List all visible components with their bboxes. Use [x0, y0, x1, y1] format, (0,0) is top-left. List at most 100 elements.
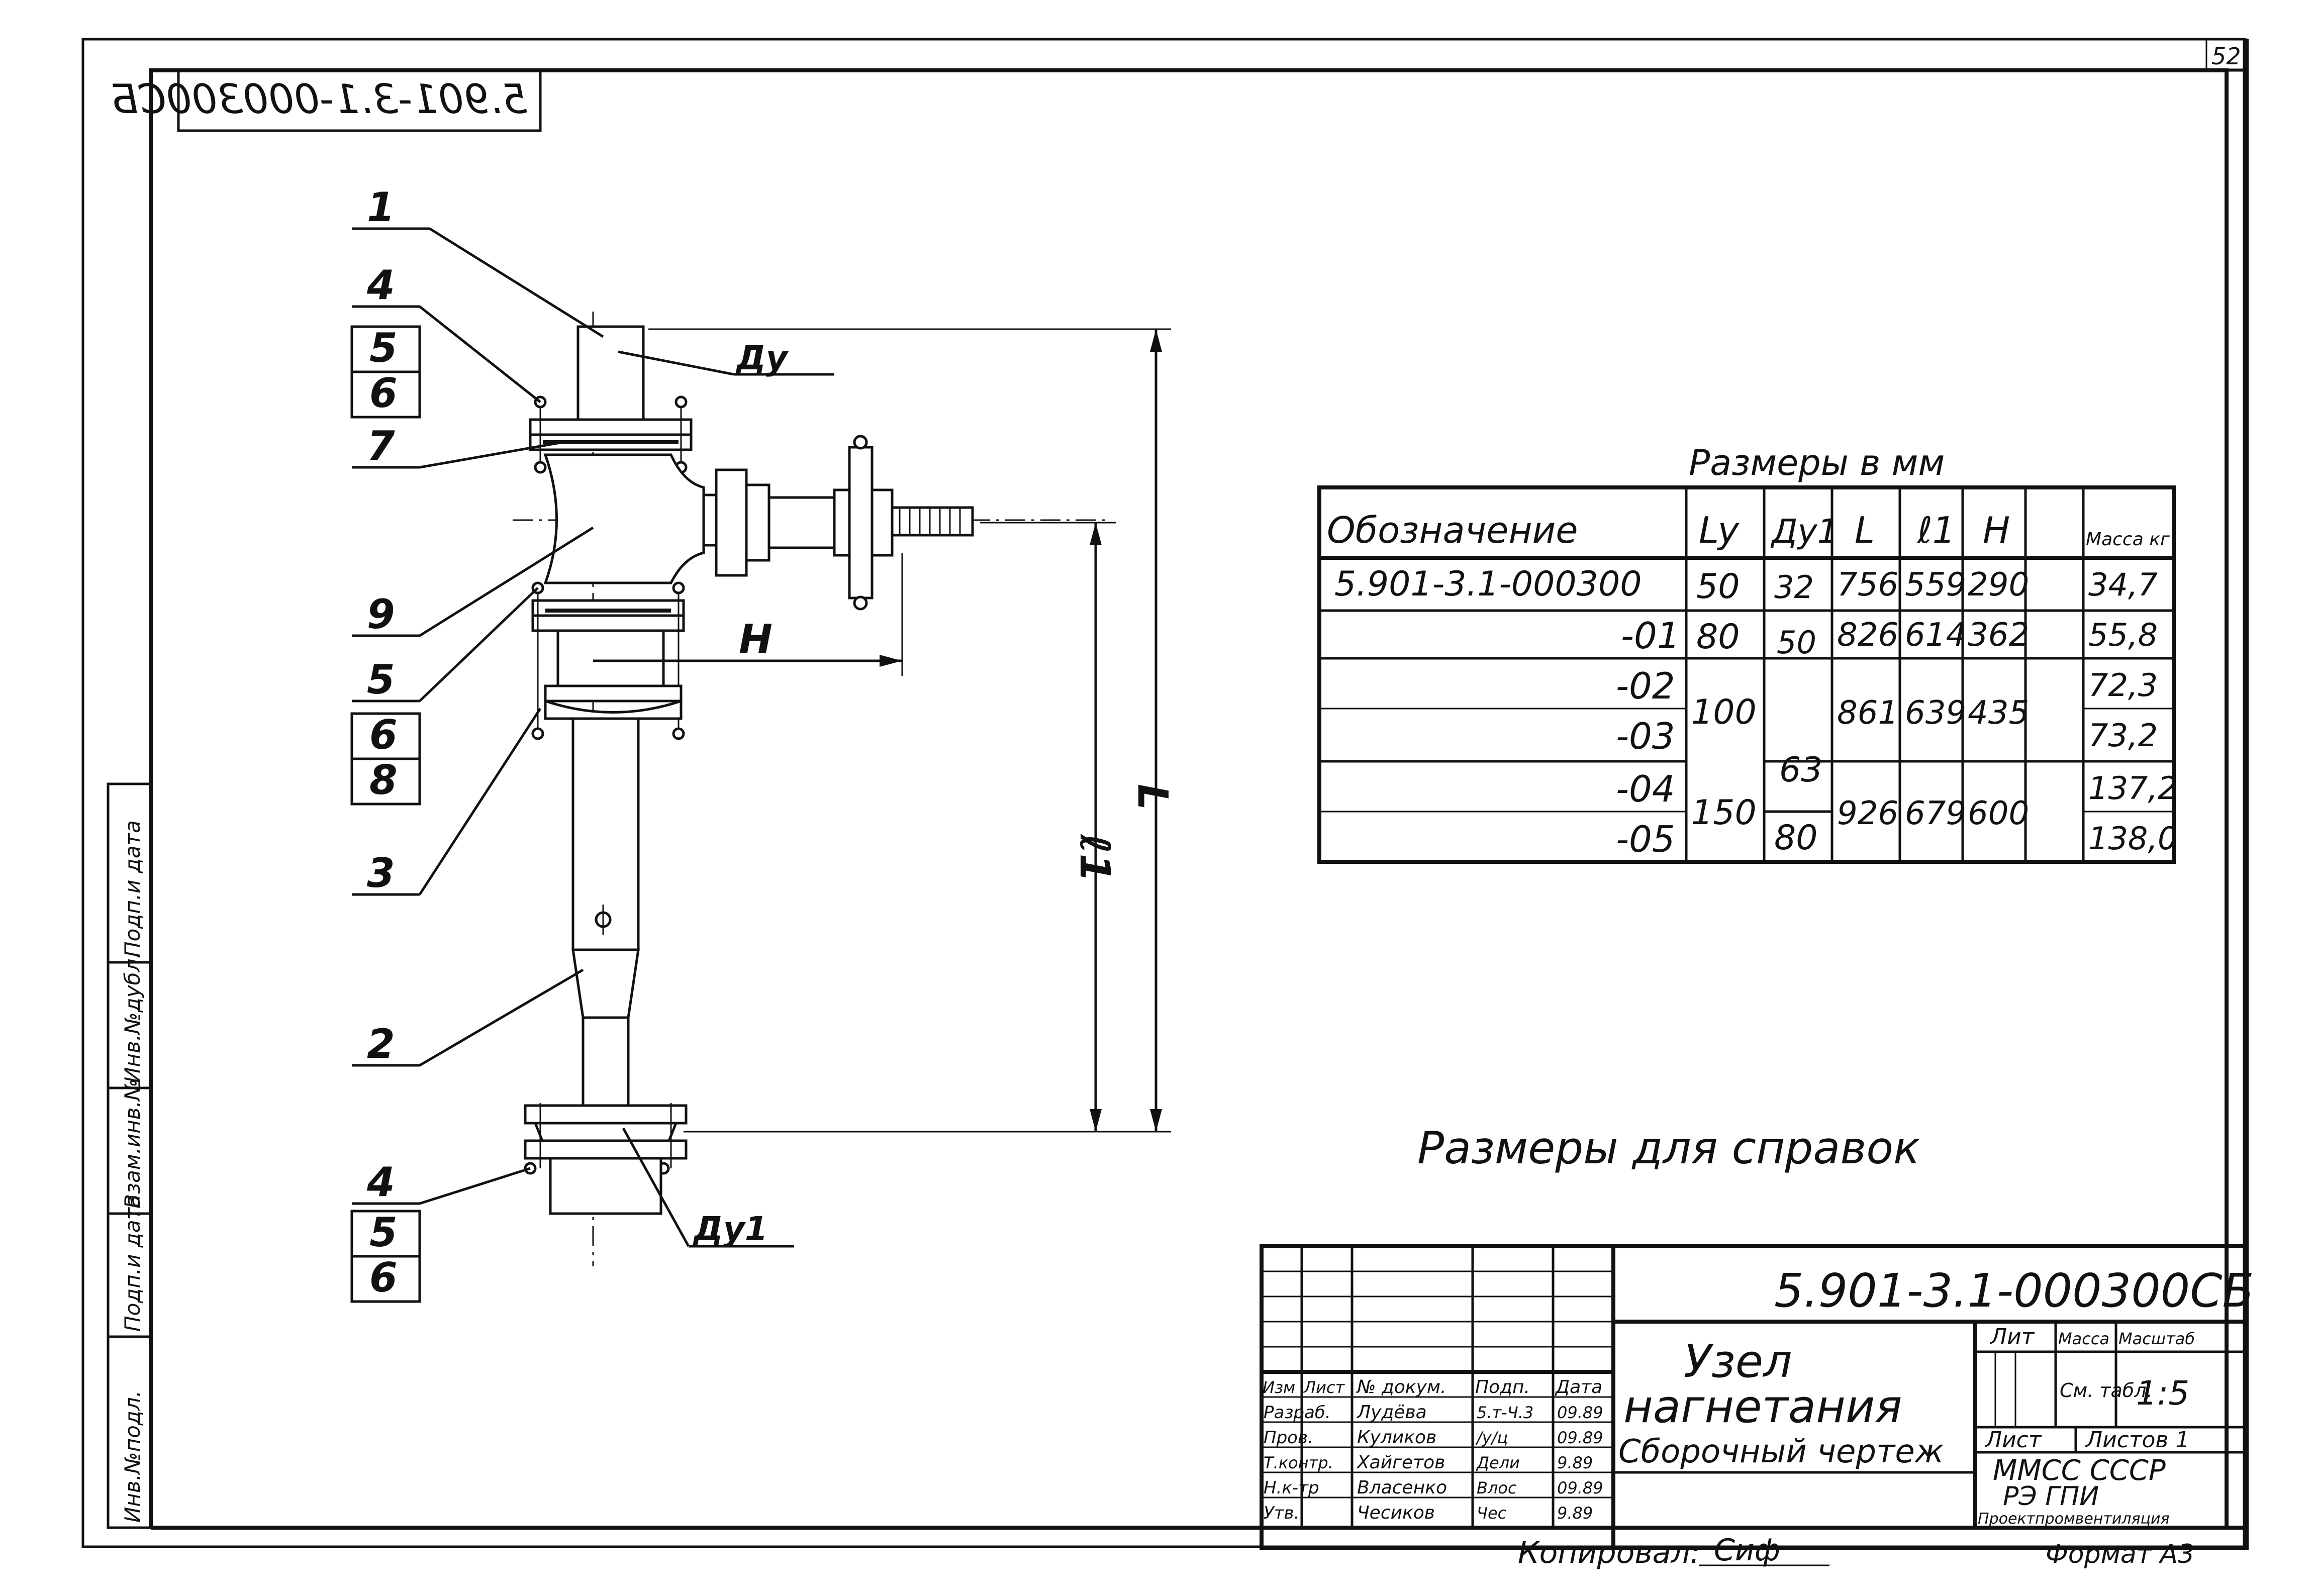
- table-title: Размеры в мм: [1689, 442, 1945, 483]
- td-r1-dy: 80: [1696, 617, 1740, 657]
- tb-format: Формат А3: [2046, 1539, 2194, 1569]
- tb-role-2: Т.контр.: [1264, 1453, 1333, 1472]
- tb-date-1: 09.89: [1557, 1428, 1603, 1447]
- item-label-6-top: 6: [369, 370, 398, 417]
- tb-role-0: Разраб.: [1264, 1403, 1331, 1423]
- th-mass: Масса кг: [2086, 529, 2170, 550]
- item-label-3: 3: [367, 850, 395, 896]
- du-label: Ду: [735, 339, 789, 377]
- stamp-sign-date-2: Подп.и дата: [120, 1194, 145, 1332]
- td-r5-designation: -05: [1616, 818, 1675, 860]
- tb-sign-3: Влос: [1477, 1478, 1517, 1498]
- td-r3-mass: 73,2: [2088, 717, 2158, 754]
- th-dy: Ly: [1699, 509, 1740, 551]
- tb-name-4: Чесиков: [1357, 1503, 1435, 1523]
- tb-col-date: Дата: [1555, 1377, 1602, 1398]
- tb-org-line2: РЭ ГПИ: [2003, 1481, 2099, 1512]
- th-H: Н: [1983, 509, 2010, 551]
- item-label-5-top: 5: [369, 325, 398, 371]
- tb-role-4: Утв.: [1264, 1503, 1299, 1523]
- tb-col-izm: Изм: [1263, 1378, 1295, 1397]
- tb-name-line2: нагнетания: [1623, 1380, 1902, 1433]
- tb-role-3: Н.к-тр: [1264, 1478, 1319, 1498]
- stamp-sign-date-1: Подп.и дата: [120, 820, 145, 957]
- item-label-7: 7: [367, 423, 395, 469]
- bottom-nozzle: [549, 1157, 662, 1215]
- tee-body: [543, 453, 705, 584]
- td-r2-mass: 72,3: [2088, 667, 2158, 704]
- sheet-number: 52: [2211, 43, 2241, 70]
- tb-sign-2: Дели: [1476, 1453, 1520, 1472]
- td-r2-dy1: 63: [1779, 750, 1823, 790]
- tb-name-0: Лудёва: [1356, 1402, 1427, 1423]
- outer-frame: [81, 38, 2246, 1548]
- tb-scale-value: 1:5: [2136, 1374, 2189, 1413]
- dim-l1-label: ℓ1: [1071, 833, 1118, 882]
- tb-name-line3: Сборочный чертеж: [1618, 1433, 1944, 1470]
- tb-name-1: Куликов: [1357, 1427, 1436, 1448]
- td-r0-H: 290: [1968, 566, 2029, 604]
- top-pipe: [576, 325, 645, 431]
- dim-H-label: Н: [739, 616, 773, 663]
- tb-date-2: 9.89: [1557, 1453, 1593, 1472]
- side-stamp: Подп.и дата Инв.№дубл. Взам.инв.№ Подп.и…: [107, 782, 152, 1529]
- branch-flange: [715, 468, 748, 577]
- stamp-dup-inv: Инв.№дубл.: [120, 952, 145, 1083]
- tb-name-2: Хайгетов: [1356, 1452, 1445, 1473]
- td-r0-designation: 5.901-3.1-000300: [1334, 564, 1642, 604]
- td-r1-L: 826: [1837, 617, 1898, 654]
- du1-label: Ду1: [693, 1210, 768, 1248]
- td-r2-designation: -02: [1616, 665, 1675, 707]
- tb-mass-header: Масса: [2058, 1329, 2109, 1348]
- tb-sheet-label: Лист: [1984, 1427, 2042, 1453]
- stamp-replace-inv: Взам.инв.№: [120, 1079, 145, 1209]
- stamp-orig-inv: Инв.№подл.: [120, 1390, 145, 1523]
- tb-sheets-label: Листов 1: [2085, 1427, 2189, 1453]
- title-block: Изм Лист № докум. Подп. Дата Разраб. Луд…: [1260, 1244, 2254, 1570]
- tb-name-3: Власенко: [1357, 1477, 1447, 1498]
- dim-L-label: L: [1128, 784, 1176, 810]
- td-r0-dy: 50: [1696, 567, 1740, 607]
- td-r4-mass: 137,2: [2088, 770, 2178, 807]
- item-label-5-bottom: 5: [369, 1209, 398, 1256]
- tb-org-line3: Проектпромвентиляция: [1978, 1510, 2170, 1528]
- td-r5-dy1: 80: [1774, 818, 1818, 858]
- td-r0-l1: 559: [1905, 566, 1966, 604]
- branch-outlet: [891, 506, 974, 537]
- th-l1: ℓ1: [1916, 509, 1956, 551]
- td-r5-mass: 138,0: [2088, 820, 2178, 857]
- td-r1-dy1: 50: [1777, 624, 1816, 661]
- item-label-9: 9: [367, 591, 395, 638]
- item-label-5-mid: 5: [367, 656, 395, 703]
- tb-name-line1: Узел: [1684, 1335, 1792, 1388]
- td-r2-dy: 100: [1691, 692, 1757, 732]
- item-label-2: 2: [367, 1021, 395, 1067]
- tb-date-3: 09.89: [1557, 1478, 1603, 1498]
- tb-scale-header: Масштаб: [2118, 1329, 2195, 1348]
- td-r1-l1: 614: [1905, 617, 1966, 654]
- td-r4-l1: 679: [1905, 795, 1966, 832]
- mirrored-code-box: [177, 69, 542, 132]
- item-label-6-mid: 6: [369, 712, 398, 758]
- tb-copied-sign: Сиф: [1714, 1533, 1780, 1568]
- tb-mass-value: См. табл.: [2060, 1379, 2153, 1402]
- assembly-drawing: L ℓ1 Н Ду Ду1 1 4 5 6 7: [350, 184, 1176, 1303]
- tb-date-4: 9.89: [1557, 1504, 1593, 1523]
- th-dy1: Ду1: [1770, 512, 1839, 551]
- item-label-1: 1: [367, 184, 395, 231]
- td-r0-mass: 34,7: [2088, 566, 2158, 603]
- th-designation: Обозначение: [1327, 509, 1578, 551]
- tb-col-doc: № докум.: [1356, 1377, 1446, 1398]
- td-r1-designation: -01: [1621, 615, 1680, 657]
- td-r2-L: 861: [1837, 694, 1898, 732]
- item-label-4-bottom: 4: [366, 1159, 395, 1206]
- tb-sign-0: 5.т-Ч.3: [1477, 1403, 1533, 1422]
- td-r3-designation: -03: [1616, 715, 1675, 757]
- item-label-4-top: 4: [366, 262, 395, 309]
- tb-sign-1: /у/ц: [1475, 1428, 1508, 1447]
- tb-col-list: Лист: [1303, 1378, 1345, 1397]
- td-r4-dy: 150: [1691, 793, 1757, 833]
- reference-note: Размеры для справок: [1417, 1122, 1920, 1174]
- tb-date-0: 09.89: [1557, 1403, 1603, 1422]
